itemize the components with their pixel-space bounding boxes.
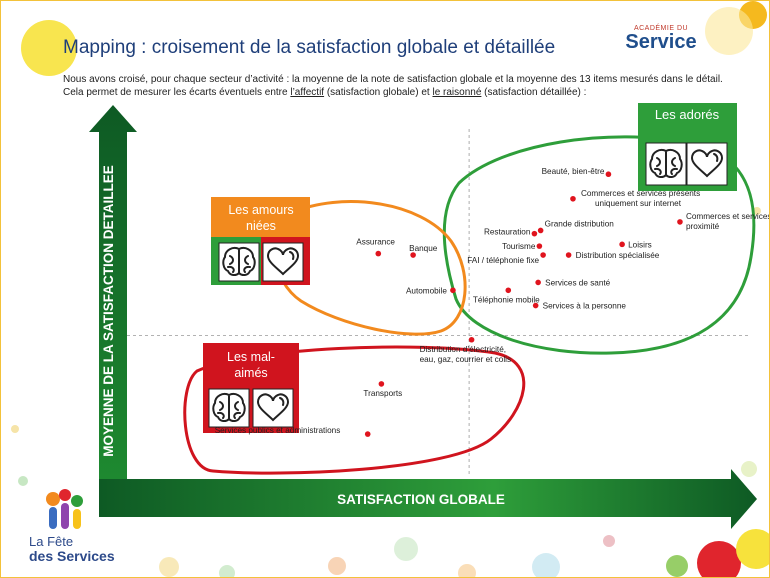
- data-point-label: Téléphonie mobile: [473, 295, 540, 304]
- decorative-circle: [697, 541, 741, 577]
- heart-icon-frame: [686, 142, 728, 186]
- decorative-circle: [328, 557, 346, 575]
- y-axis-arrow: [89, 105, 137, 485]
- brain-icon: [222, 247, 256, 277]
- group-outline-adores: [442, 135, 756, 355]
- brand-main-text: Service: [625, 31, 697, 53]
- x-axis-label: SATISFACTION GLOBALE: [337, 492, 505, 507]
- group-name-amours-line2: niées: [246, 219, 276, 233]
- decorative-circle: [159, 557, 179, 577]
- data-point-label: Tourisme: [502, 242, 536, 251]
- decorative-circle: [741, 461, 757, 477]
- logo-dot: [59, 489, 71, 501]
- data-point: [410, 252, 416, 258]
- decorative-circle: [394, 537, 418, 561]
- data-point-label: Distribution spécialisée: [576, 251, 660, 260]
- data-point-label: Distribution d’électricité,eau, gaz, cou…: [420, 345, 511, 364]
- group-name-amours-line1: Les amours: [228, 203, 293, 217]
- decorative-circle: [21, 20, 77, 76]
- fete-line-2: des Services: [29, 548, 115, 564]
- data-point: [536, 243, 543, 249]
- group-box-amours-niees: Les amours niées: [211, 197, 310, 285]
- data-point-label: FAI / téléphonie fixe: [467, 256, 539, 265]
- data-point: [537, 227, 544, 234]
- data-point-label: Banque: [409, 244, 438, 253]
- data-point-label: Commerces et services deproximité: [686, 212, 770, 231]
- data-point: [535, 279, 541, 286]
- data-point: [450, 287, 456, 294]
- decorative-circle: [753, 207, 761, 215]
- data-point: [532, 302, 539, 309]
- data-point: [677, 219, 683, 225]
- data-point: [505, 287, 512, 294]
- intro-line-2-c: (satisfaction détaillée) :: [481, 87, 587, 98]
- data-point: [619, 241, 625, 248]
- intro-text: Nous avons croisé, pour chaque secteur d…: [63, 73, 753, 99]
- group-name-mal-line1: Les mal-: [227, 350, 275, 364]
- decorative-circle: [705, 7, 753, 55]
- logo-hand: [61, 503, 69, 529]
- intro-line-2-a: Cela permet de mesurer les écarts éventu…: [63, 87, 291, 98]
- group-box-adores: Les adorés: [638, 103, 737, 191]
- decorative-circle: [18, 476, 28, 486]
- data-point: [364, 431, 371, 437]
- intro-line-1: Nous avons croisé, pour chaque secteur d…: [63, 74, 723, 85]
- decorative-circle: [736, 529, 769, 569]
- logo-hand: [73, 509, 81, 529]
- intro-line-2-b: (satisfaction globale) et: [324, 87, 433, 98]
- data-point-label: Grande distribution: [545, 219, 615, 228]
- data-point-label: Restauration: [484, 228, 531, 237]
- decorative-circle: [11, 425, 19, 433]
- fete-line-1: La Fête: [29, 534, 74, 549]
- decorative-circle: [219, 565, 235, 577]
- fete-des-services-logo: La Fête des Services: [29, 534, 129, 564]
- brain-icon: [649, 149, 683, 179]
- data-point: [531, 230, 538, 237]
- logo-hand: [49, 507, 57, 529]
- data-point-label: Automobile: [406, 286, 447, 295]
- data-point: [605, 171, 612, 178]
- decorative-circle: [458, 564, 476, 577]
- data-point-label: Services publics et administrations: [215, 426, 341, 435]
- heart-icon: [266, 247, 300, 276]
- intro-raisonne: le raisonné: [432, 87, 482, 98]
- data-point: [378, 381, 385, 387]
- brain-icon: [212, 393, 246, 423]
- group-name-adores: Les adorés: [655, 107, 720, 122]
- brand-top-text: ACADÉMIE DU: [633, 25, 689, 32]
- decorative-circle: [603, 535, 615, 547]
- data-point-label: Services de santé: [545, 278, 611, 287]
- intro-line-2: Cela permet de mesurer les écarts éventu…: [63, 86, 753, 99]
- y-axis-label: MOYENNE DE LA SATISFACTION DETAILLEE: [101, 165, 116, 457]
- data-point: [375, 250, 382, 257]
- group-name-mal-line2: aimés: [234, 366, 267, 380]
- fete-des-services-hands-logo: [46, 489, 83, 529]
- heart-icon: [690, 149, 724, 178]
- page-title: Mapping : croisement de la satisfaction …: [63, 37, 556, 58]
- data-point-label: Loisirs: [628, 240, 652, 249]
- logo-dot: [46, 492, 60, 506]
- logo-dot: [71, 495, 83, 507]
- group-outline-mal-aimes: [183, 345, 526, 475]
- decorative-circle: [666, 555, 688, 577]
- data-point-label: Services à la personne: [543, 302, 627, 311]
- data-point: [570, 195, 576, 202]
- x-axis-arrow: [99, 469, 757, 529]
- group-box-mal-aimes: Les mal- aimés: [203, 343, 299, 433]
- data-point: [565, 252, 572, 258]
- data-point-label: Transports: [363, 389, 402, 398]
- heart-icon: [256, 393, 290, 422]
- data-point: [468, 336, 475, 343]
- academie-du-service-logo: ACADÉMIE DU Service: [611, 25, 711, 54]
- intro-affectif: l’affectif: [290, 87, 325, 98]
- data-point: [540, 252, 546, 258]
- decorative-circle: [532, 553, 560, 577]
- data-point-label: Beauté, bien-être: [542, 167, 605, 176]
- data-point-label: Assurance: [356, 238, 395, 247]
